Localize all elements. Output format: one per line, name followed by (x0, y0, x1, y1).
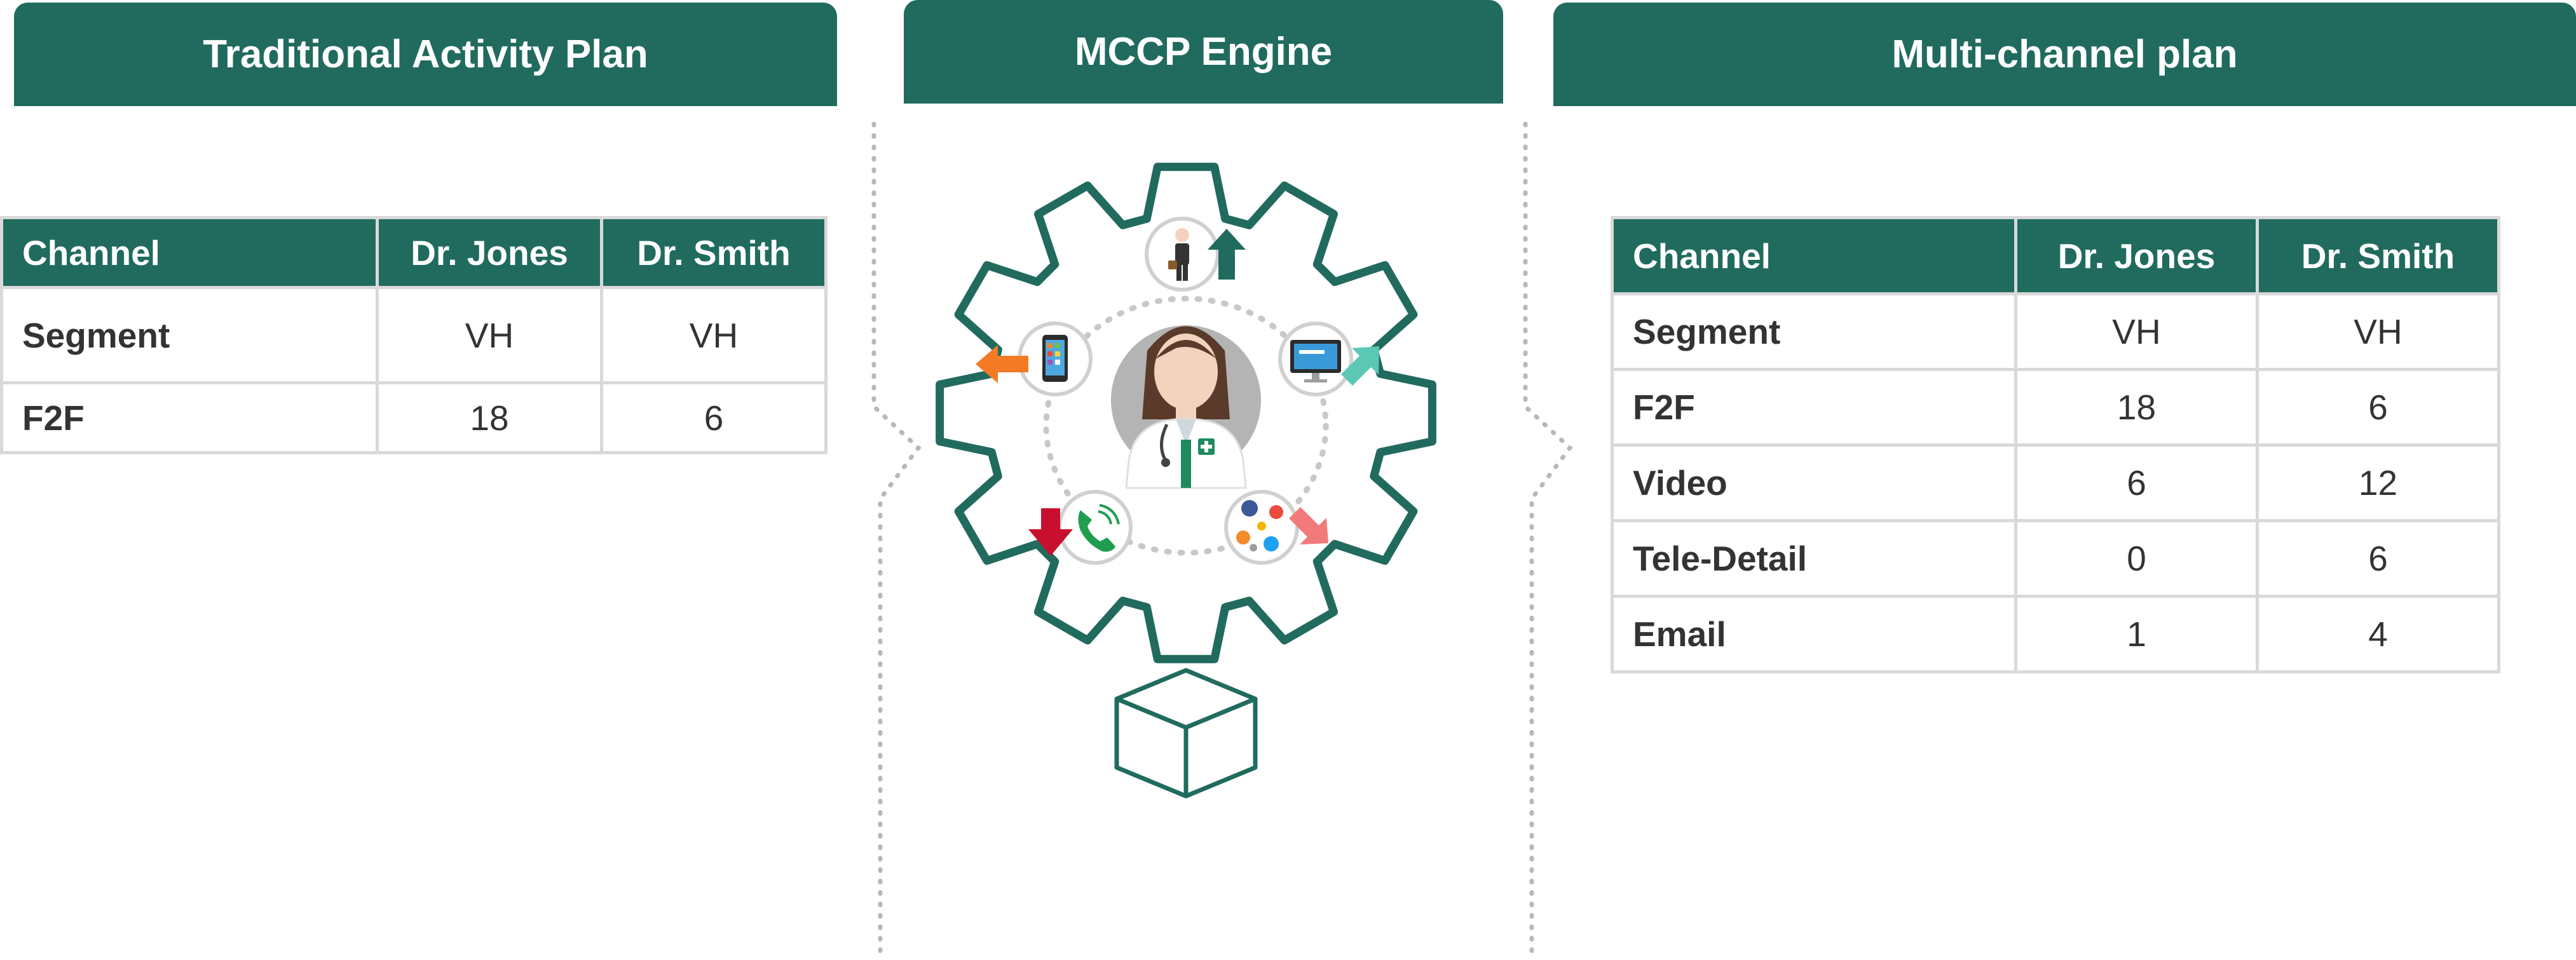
multichannel-plan-header: Multi-channel plan (1553, 3, 2576, 106)
arrow-left-icon (976, 345, 1028, 383)
gear-icon (936, 163, 1436, 663)
header-channel: Channel (1611, 216, 2017, 295)
mccp-engine-header: MCCP Engine (904, 0, 1503, 104)
table-row: F2F 18 6 (1611, 368, 2500, 447)
header-channel: Channel (0, 216, 379, 289)
header-dr-jones: Dr. Jones (376, 216, 603, 289)
computer-icon (1278, 321, 1353, 396)
cell-value: 12 (2256, 443, 2500, 522)
box-icon (1114, 668, 1258, 799)
social-media-icon (1224, 490, 1299, 565)
header-dr-jones: Dr. Jones (2014, 216, 2259, 295)
mccp-engine-title: MCCP Engine (1074, 30, 1333, 74)
cell-value: VH (600, 286, 828, 384)
row-label: Tele-Detail (1611, 519, 2017, 598)
table-row: Segment VH VH (1611, 292, 2500, 371)
table-row: Email 1 4 (1611, 595, 2500, 673)
cell-value: 1 (2014, 595, 2259, 673)
table-header-row: Channel Dr. Jones Dr. Smith (1611, 216, 2500, 295)
table-row: Segment VH VH (0, 286, 828, 384)
arrow-down-head (1028, 508, 1073, 556)
phone-call-icon (1058, 490, 1133, 565)
arrow-up-icon (1208, 229, 1246, 280)
multichannel-plan-title: Multi-channel plan (1891, 32, 2238, 76)
smartphone-icon (1018, 321, 1093, 396)
arrow-up-right-icon (1341, 346, 1379, 386)
traditional-plan-title: Traditional Activity Plan (203, 32, 648, 76)
table-row: Video 6 12 (1611, 443, 2500, 522)
row-label: Segment (0, 286, 379, 384)
cell-value: VH (2014, 292, 2259, 371)
cell-value: VH (2256, 292, 2500, 371)
orbit-ring (1043, 295, 1329, 556)
cell-value: 6 (600, 381, 828, 454)
row-label: Video (1611, 443, 2017, 522)
header-dr-smith: Dr. Smith (2256, 216, 2500, 295)
table-header-row: Channel Dr. Jones Dr. Smith (0, 216, 828, 289)
cell-value: 0 (2014, 519, 2259, 598)
row-label: F2F (1611, 368, 2017, 447)
traditional-plan-header: Traditional Activity Plan (14, 3, 837, 106)
cell-value: 4 (2256, 595, 2500, 673)
sales-rep-icon (1145, 217, 1220, 292)
cell-value: 18 (2014, 368, 2259, 447)
left-divider (871, 121, 922, 960)
table-row: F2F 18 6 (0, 381, 828, 454)
doctor-icon (1111, 325, 1261, 489)
table-row: Tele-Detail 0 6 (1611, 519, 2500, 598)
cell-value: 6 (2256, 368, 2500, 447)
header-dr-smith: Dr. Smith (600, 216, 828, 289)
row-label: F2F (0, 381, 379, 454)
row-label: Email (1611, 595, 2017, 673)
right-divider (1523, 121, 1573, 960)
cell-value: 6 (2014, 443, 2259, 522)
cell-value: 18 (376, 381, 603, 454)
cell-value: 6 (2256, 519, 2500, 598)
traditional-plan-table: Channel Dr. Jones Dr. Smith Segment VH V… (0, 216, 828, 454)
multichannel-plan-table: Channel Dr. Jones Dr. Smith Segment VH V… (1611, 216, 2500, 673)
arrow-down-right-icon (1289, 507, 1328, 544)
row-label: Segment (1611, 292, 2017, 371)
cell-value: VH (376, 286, 603, 384)
